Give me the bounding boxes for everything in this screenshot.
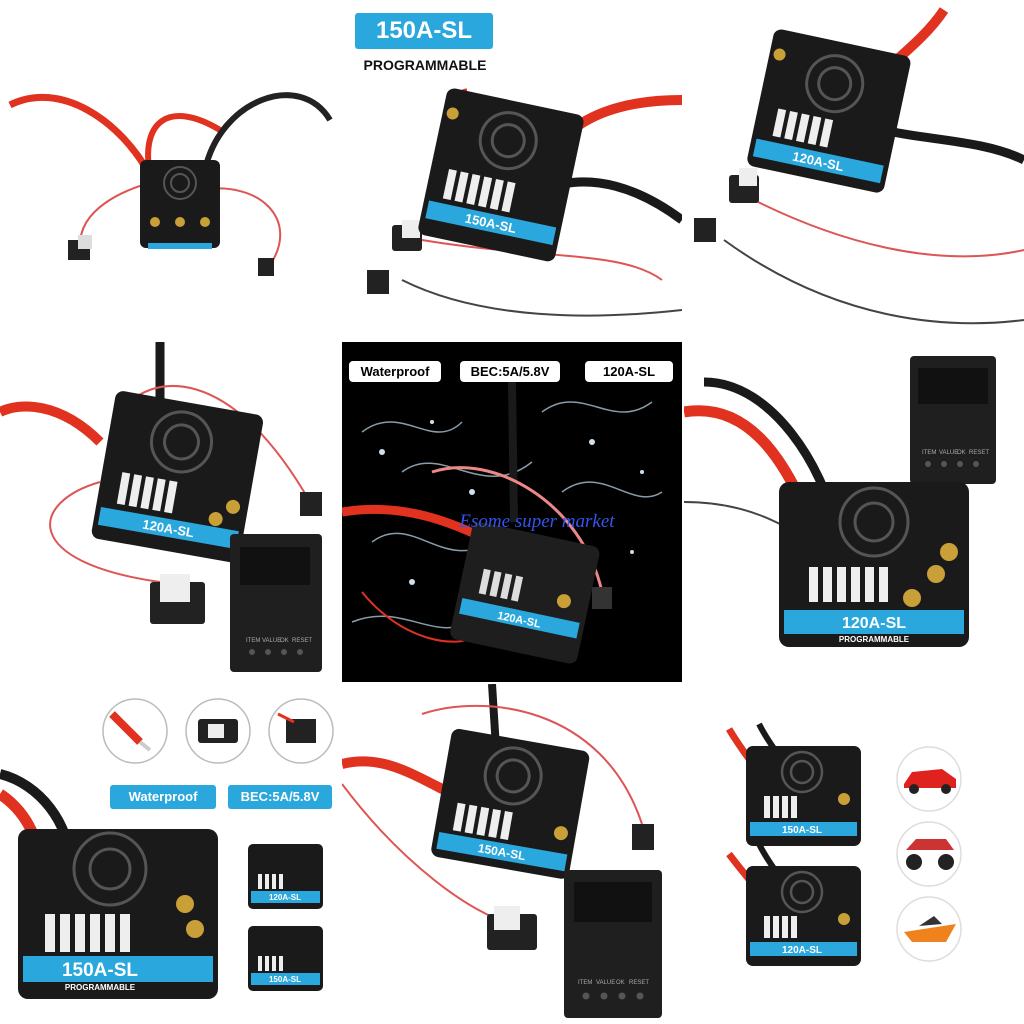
- card-button-label: RESET: [969, 450, 989, 456]
- model-badge: 120A-SL: [585, 361, 673, 382]
- card-button-label: ITEM: [578, 980, 592, 986]
- esc-label: 150A-SL: [269, 975, 301, 984]
- card-button-label: ITEM: [246, 638, 260, 644]
- card-button-label: OK: [616, 980, 625, 986]
- product-photo-applications: 150A-SL 120A-SL: [684, 684, 1024, 1024]
- card-button-label: RESET: [292, 638, 312, 644]
- card-button-label: VALUE: [596, 980, 615, 986]
- card-button-label: OK: [957, 450, 966, 456]
- product-photo-esc-top: [0, 0, 340, 340]
- program-card: ITEM VALUE OK RESET: [910, 356, 996, 484]
- wire-detail-icon: [102, 698, 168, 764]
- bec-badge: BEC:5A/5.8V: [228, 785, 332, 809]
- esc-label: 150A-SL: [782, 825, 822, 836]
- waterproof-badge: Waterproof: [110, 785, 216, 809]
- waterproof-badge: Waterproof: [349, 361, 441, 382]
- model-badge: 150A-SL: [355, 13, 493, 49]
- card-button-label: RESET: [629, 980, 649, 986]
- connector-detail-icon: [268, 698, 334, 764]
- esc-label: 150A-SL: [62, 960, 138, 981]
- programmable-caption: PROGRAMMABLE: [363, 57, 487, 73]
- esc-label: 120A-SL: [842, 615, 906, 632]
- product-photo-waterproof: 120A-SL Esome super market Waterproof BE…: [342, 342, 682, 682]
- product-photo-esc-programmable: ITEM VALUE OK RESET 120A-SL PROGRAMMABLE: [684, 342, 1024, 682]
- product-photo-esc-120a: 120A-SL: [684, 0, 1024, 340]
- monster-truck-icon: [896, 821, 962, 887]
- bec-badge: BEC:5A/5.8V: [460, 361, 560, 382]
- card-button-label: OK: [280, 638, 289, 644]
- product-photo-esc-with-card: 120A-SL ITEM VALUE OK RESET: [0, 342, 340, 682]
- product-photo-esc-150a-card: 150A-SL ITEM VALUE OK RESET: [342, 684, 682, 1024]
- card-button-label: VALUE: [939, 450, 958, 456]
- switch-detail-icon: [185, 698, 251, 764]
- card-button-label: VALUE: [262, 638, 281, 644]
- esc-sub-label: PROGRAMMABLE: [65, 983, 136, 992]
- program-card: ITEM VALUE OK RESET: [564, 870, 662, 1018]
- esc-sub-label: PROGRAMMABLE: [839, 635, 910, 644]
- speed-boat-icon: [896, 896, 962, 962]
- program-card: ITEM VALUE OK RESET: [230, 534, 322, 672]
- watermark: Esome super market: [458, 511, 615, 532]
- race-car-icon: [896, 746, 962, 812]
- product-photo-esc-150a: 150A-SL 150A-SL PROGRAMMABLE: [342, 0, 682, 340]
- product-photo-esc-150a-features: 150A-SL PROGRAMMABLE 120A-SL 150A-SL Wat…: [0, 684, 340, 1024]
- esc-label: 120A-SL: [782, 945, 822, 956]
- esc-label: 120A-SL: [269, 893, 301, 902]
- card-button-label: ITEM: [922, 450, 936, 456]
